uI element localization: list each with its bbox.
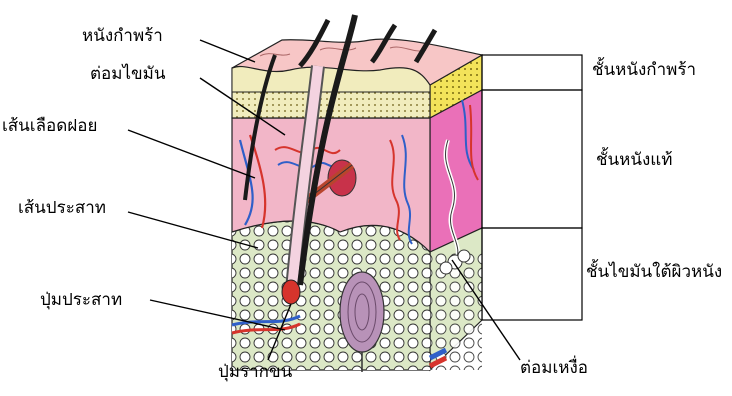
hypodermis-front — [232, 221, 430, 372]
bracket-epidermis — [482, 55, 582, 90]
label-epidermis-surface: หนังกำพร้า — [82, 28, 163, 45]
label-capillaries: เส้นเลือดฝอย — [2, 118, 97, 135]
label-sebaceous-gland: ต่อมไขมัน — [90, 66, 165, 83]
leader-epidermis — [200, 40, 255, 62]
label-nerve: เส้นประสาท — [18, 200, 106, 217]
label-sweat-gland: ต่อมเหงื่อ — [520, 360, 588, 377]
label-layer-subcutaneous: ชั้นไขมันใต้ผิวหนัง — [586, 264, 722, 281]
label-nerve-ending: ปุ่มประสาท — [40, 292, 122, 309]
bracket-dermis — [482, 90, 582, 228]
pacinian-corpuscle — [340, 272, 384, 352]
label-layer-dermis: ชั้นหนังแท้ — [596, 152, 672, 169]
label-hair-papilla: ปุ่มรากขน — [218, 364, 292, 381]
bracket-subcutaneous — [482, 228, 582, 320]
layer-brackets — [482, 55, 582, 320]
label-layer-epidermis: ชั้นหนังกำพร้า — [592, 62, 696, 79]
side-face — [430, 55, 482, 370]
